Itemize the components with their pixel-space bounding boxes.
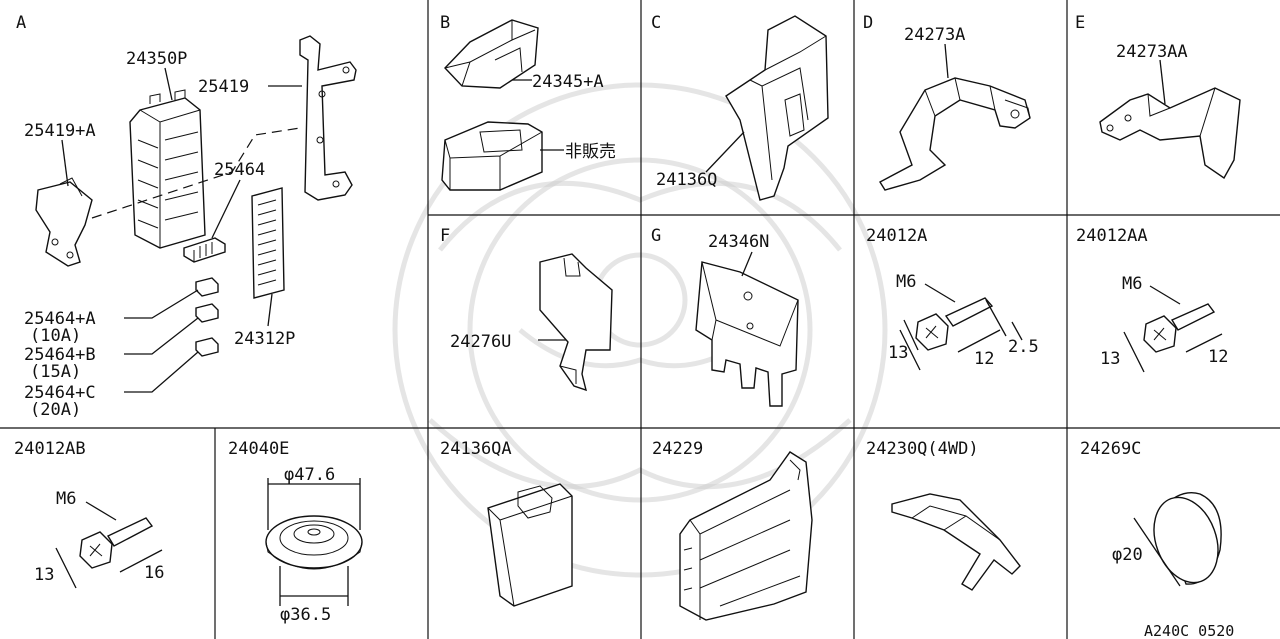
section-24229: 24229 <box>652 439 813 621</box>
label-24312P: 24312P <box>234 329 295 349</box>
label-24012AA-13: 13 <box>1100 349 1120 369</box>
label-24269C: 24269C <box>1080 439 1141 459</box>
section-label-b: B <box>440 13 450 33</box>
bolt-24012aa-drawing <box>1143 303 1216 353</box>
label-24276U: 24276U <box>450 332 511 352</box>
label-24040E-d365: φ36.5 <box>280 605 331 625</box>
section-24012ab: 24012AB M6 13 16 <box>14 439 164 589</box>
section-label-d: D <box>863 13 873 33</box>
section-a: A 24350P 25419 2 <box>16 13 357 420</box>
section-b: B 24345+A 非販売 <box>440 13 616 191</box>
label-15A: (15A) <box>30 362 81 382</box>
cover-24345a-drawing <box>444 19 539 89</box>
label-24350P: 24350P <box>126 49 187 69</box>
fuse-25464-drawing <box>183 237 226 263</box>
section-label-e: E <box>1075 13 1085 33</box>
section-label-g: G <box>651 226 661 246</box>
section-24012aa: 24012AA M6 13 12 <box>1076 226 1228 373</box>
bracket-24229-drawing <box>679 451 813 621</box>
section-label-c: C <box>651 13 661 33</box>
plug-24269c-drawing <box>1153 492 1222 585</box>
label-25419: 25419 <box>198 77 249 97</box>
label-24012AA-m6: M6 <box>1122 274 1142 294</box>
bracket-25419a-drawing <box>35 177 93 267</box>
label-24012AB-16: 16 <box>144 563 164 583</box>
section-24230q: 24230Q(4WD) <box>866 439 1021 591</box>
section-label-f: F <box>440 226 450 246</box>
label-24273AA: 24273AA <box>1116 42 1188 62</box>
cover-24136qa-drawing <box>487 483 573 607</box>
label-24229: 24229 <box>652 439 703 459</box>
label-25464: 25464 <box>214 160 265 180</box>
section-24269c: 24269C φ20 <box>1080 439 1222 587</box>
section-24136qa: 24136QA <box>440 439 573 607</box>
label-24012A-12: 12 <box>974 349 994 369</box>
label-24345A: 24345+A <box>532 72 604 92</box>
plate-24230q-drawing <box>891 493 1021 591</box>
section-d: D 24273A <box>863 13 1031 191</box>
label-24040E: 24040E <box>228 439 289 459</box>
watermark-emblem <box>392 82 888 578</box>
grille-24312P-drawing <box>251 187 285 299</box>
bracket-24136q-drawing <box>725 15 829 201</box>
section-f: F 24276U <box>440 226 613 392</box>
label-24230Q: 24230Q(4WD) <box>866 439 979 459</box>
label-not-for-sale: 非販売 <box>565 142 616 162</box>
fuse-block-drawing <box>129 89 206 249</box>
label-25419A: 25419+A <box>24 121 96 141</box>
label-24012A-13: 13 <box>888 343 908 363</box>
label-25464C: 25464+C <box>24 383 96 403</box>
label-20A: (20A) <box>30 400 81 420</box>
label-24269C-d20: φ20 <box>1112 545 1143 565</box>
label-24012A-m6: M6 <box>896 272 916 292</box>
label-24040E-d476: φ47.6 <box>284 465 335 485</box>
bracket-24346n-drawing <box>695 261 799 407</box>
bracket-25419-drawing <box>299 35 357 201</box>
label-24012AA-12: 12 <box>1208 347 1228 367</box>
bolt-24012ab-drawing <box>79 517 154 569</box>
grommet-24040e-drawing <box>265 515 363 570</box>
bracket-24273a-drawing <box>879 77 1031 191</box>
label-25464B: 25464+B <box>24 345 96 365</box>
bracket-24273aa-drawing <box>1099 87 1241 180</box>
label-24136Q: 24136Q <box>656 170 717 190</box>
small-fuses-drawing <box>195 277 219 357</box>
section-g: G 24346N <box>651 226 799 407</box>
section-label-a: A <box>16 13 26 33</box>
box-not-for-sale-drawing <box>441 121 543 191</box>
label-25464A: 25464+A <box>24 309 96 329</box>
label-24136QA: 24136QA <box>440 439 512 459</box>
label-24012AB: 24012AB <box>14 439 86 459</box>
section-e: E 24273AA <box>1075 13 1241 180</box>
bolt-24012a-drawing <box>915 297 994 351</box>
cover-24276u-drawing <box>539 253 613 392</box>
label-24012A-25: 2.5 <box>1008 337 1039 357</box>
label-24346N: 24346N <box>708 232 769 252</box>
label-24012A: 24012A <box>866 226 927 246</box>
label-24273A: 24273A <box>904 25 965 45</box>
label-24012AB-13: 13 <box>34 565 54 585</box>
section-c: C 24136Q <box>651 13 829 201</box>
section-24040e: 24040E φ47.6 φ36.5 <box>228 439 363 625</box>
diagram-code: A240C 0520 <box>1144 622 1234 639</box>
section-24012a: 24012A M6 13 12 2.5 <box>866 226 1039 371</box>
label-24012AB-m6: M6 <box>56 489 76 509</box>
label-24012AA: 24012AA <box>1076 226 1148 246</box>
label-10A: (10A) <box>30 326 81 346</box>
